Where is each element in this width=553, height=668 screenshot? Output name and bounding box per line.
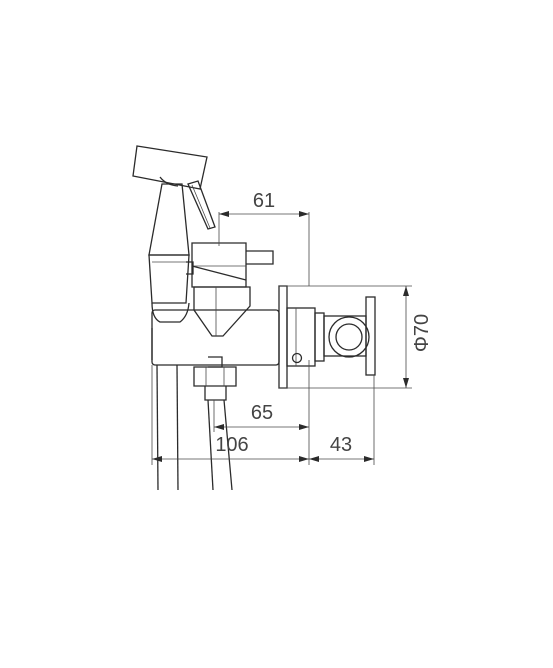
dimension-65-label: 65 xyxy=(251,402,273,424)
wall-connector xyxy=(323,296,376,376)
dimension-43: 43 xyxy=(309,375,375,465)
dimension-106-label: 106 xyxy=(215,434,248,456)
dimension-diameter: Φ70 xyxy=(279,285,433,389)
wall-flange xyxy=(278,285,325,389)
dimension-65: 65 xyxy=(213,360,310,432)
dimension-diameter-label: Φ70 xyxy=(411,314,433,352)
sprayer-head xyxy=(132,145,208,190)
dimension-106: 106 xyxy=(151,365,310,465)
hose-nut xyxy=(193,356,237,401)
dimension-43-label: 43 xyxy=(330,434,352,456)
dimension-61-label: 61 xyxy=(253,190,275,212)
dimension-61: 61 xyxy=(218,190,310,286)
valve-handle xyxy=(191,242,274,337)
hose xyxy=(156,364,233,491)
sprayer-lever xyxy=(187,180,216,230)
sprayer-handle xyxy=(148,183,194,323)
